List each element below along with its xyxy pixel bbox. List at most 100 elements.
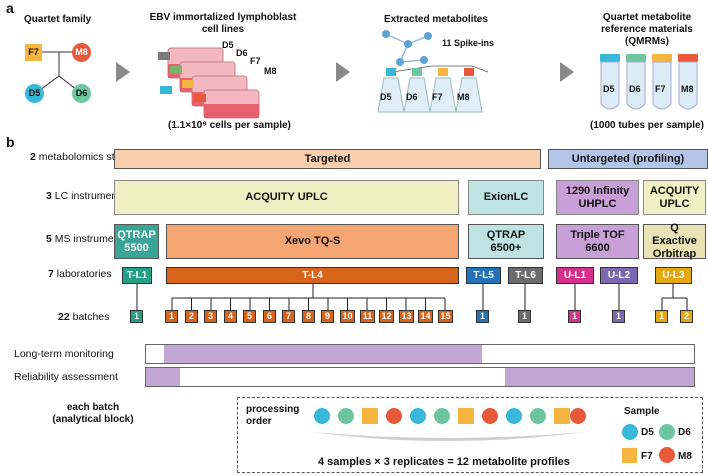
lc-acquity-untargeted: ACQUITY UPLC <box>643 180 706 215</box>
batch-tl4-12: 12 <box>379 310 394 323</box>
batch-tl4-10: 10 <box>340 310 355 323</box>
batch-tl4-8: 8 <box>302 310 315 323</box>
lc-exionlc: ExionLC <box>468 180 544 215</box>
panel-b-letter: b <box>6 134 15 150</box>
row-label-ms: 5 MS instruments <box>46 233 128 245</box>
order-d5-icon <box>314 408 330 424</box>
lab-ul3: U-L3 <box>655 267 692 284</box>
batch-tl1-1: 1 <box>130 310 143 323</box>
long-term-monitoring-track <box>145 344 695 364</box>
tubes-caption: (1000 tubes per sample) <box>590 120 704 131</box>
formula-text: 4 samples × 3 replicates = 12 metabolite… <box>318 456 570 468</box>
order-m8-icon <box>482 408 498 424</box>
order-d6-icon <box>530 408 546 424</box>
reliability-assessment-track <box>145 367 695 387</box>
legend-d6: D6 <box>678 427 691 438</box>
ms-qtrap-6500: QTRAP 6500+ <box>468 224 544 259</box>
strategy-targeted: Targeted <box>114 149 541 169</box>
tube-f7: F7 <box>655 84 666 94</box>
legend-d5-icon <box>622 424 638 440</box>
batch-tl4-15: 15 <box>438 310 453 323</box>
panel-a-letter: a <box>6 0 14 16</box>
row-label-lc: 3 LC instruments <box>46 190 126 202</box>
batch-tl4-4: 4 <box>224 310 237 323</box>
family-m8: M8 <box>72 43 91 62</box>
flask-label-m8: M8 <box>264 66 277 76</box>
batch-detail-box <box>237 397 703 473</box>
arrow-right-icon <box>336 62 350 82</box>
ms-qtrap-5500: QTRAP 5500 <box>114 224 159 259</box>
order-d5-icon <box>410 408 426 424</box>
legend-m8: M8 <box>678 451 692 462</box>
legend-d5: D5 <box>641 427 654 438</box>
flask-label-d5: D5 <box>222 40 234 50</box>
tube-m8: M8 <box>681 84 694 94</box>
lab-tl5: T-L5 <box>466 267 501 284</box>
flask-label-f7: F7 <box>250 56 261 66</box>
order-d5-icon <box>506 408 522 424</box>
batch-tl4-7: 7 <box>282 310 295 323</box>
each-batch-label: each batch (analytical block) <box>52 402 134 425</box>
flask-f7: F7 <box>432 92 443 102</box>
arrow-right-icon <box>116 62 130 82</box>
qmrm-title: Quartet metabolite reference materials (… <box>601 12 693 47</box>
spike-ins-label: 11 Spike-ins <box>442 38 495 48</box>
lab-ul2: U-L2 <box>600 267 638 284</box>
quartet-family-title: Quartet family <box>24 14 92 25</box>
flask-d6: D6 <box>406 92 418 102</box>
ms-xevo-tqs: Xevo TQ-S <box>166 224 459 259</box>
order-f7-icon <box>362 408 378 424</box>
extracted-title: Extracted metabolites <box>384 14 488 25</box>
extraction-flasks-illustration <box>377 65 489 113</box>
row-label-labs: 7 laboratories <box>48 268 112 280</box>
tube-d6: D6 <box>629 84 641 94</box>
cell-count-caption: (1.1×10⁹ cells per sample) <box>168 120 291 131</box>
cell-lines-title: EBV immortalized lymphoblast cell lines <box>149 12 297 35</box>
processing-order-sequence <box>312 408 586 441</box>
batch-tl4-9: 9 <box>321 310 334 323</box>
batch-tl4-11: 11 <box>360 310 375 323</box>
batch-tl4-14: 14 <box>418 310 433 323</box>
flask-stack-illustration <box>158 47 260 119</box>
processing-order-label: processing order <box>246 404 300 427</box>
legend-d6-icon <box>659 424 675 440</box>
batch-tl6-1: 1 <box>518 310 531 323</box>
lab-tl4: T-L4 <box>166 267 459 284</box>
batch-tl5-1: 1 <box>476 310 489 323</box>
lab-tl6: T-L6 <box>508 267 543 284</box>
lab-batch-connectors <box>136 284 688 310</box>
arrow-right-icon <box>560 62 574 82</box>
legend-f7: F7 <box>641 451 653 462</box>
tubes-illustration <box>600 54 698 110</box>
bracket-brace <box>312 432 584 441</box>
ms-triple-tof: Triple TOF 6600 <box>556 224 639 259</box>
lc-acquity-targeted: ACQUITY UPLC <box>114 180 459 215</box>
batch-tl4-3: 3 <box>204 310 217 323</box>
family-d5: D5 <box>25 84 44 103</box>
flask-m8: M8 <box>457 92 470 102</box>
order-m8-icon <box>570 408 586 424</box>
batch-tl4-2: 2 <box>185 310 198 323</box>
family-f7: F7 <box>25 44 42 61</box>
reliability-bar-end <box>505 368 694 386</box>
batch-tl4-5: 5 <box>243 310 256 323</box>
row-label-batches: 22 batches <box>58 311 110 323</box>
ms-q-exactive: Q Exactive Orbitrap <box>643 222 706 260</box>
lab-ul1: U-L1 <box>556 267 594 284</box>
order-m8-icon <box>386 408 402 424</box>
strategy-untargeted: Untargeted (profiling) <box>548 149 708 169</box>
order-d6-icon <box>434 408 450 424</box>
order-f7-icon <box>458 408 474 424</box>
batch-ul3-1: 1 <box>655 310 668 323</box>
batch-tl4-13: 13 <box>399 310 414 323</box>
flask-d5: D5 <box>380 92 392 102</box>
legend-f7-icon <box>622 448 637 463</box>
batch-ul3-2: 2 <box>680 310 693 323</box>
family-d6: D6 <box>72 84 91 103</box>
legend-m8-icon <box>659 447 675 463</box>
batch-ul1-1: 1 <box>568 310 581 323</box>
reliability-bar-start <box>146 368 180 386</box>
batch-tl4-6: 6 <box>263 310 276 323</box>
tube-d5: D5 <box>603 84 615 94</box>
order-d6-icon <box>338 408 354 424</box>
